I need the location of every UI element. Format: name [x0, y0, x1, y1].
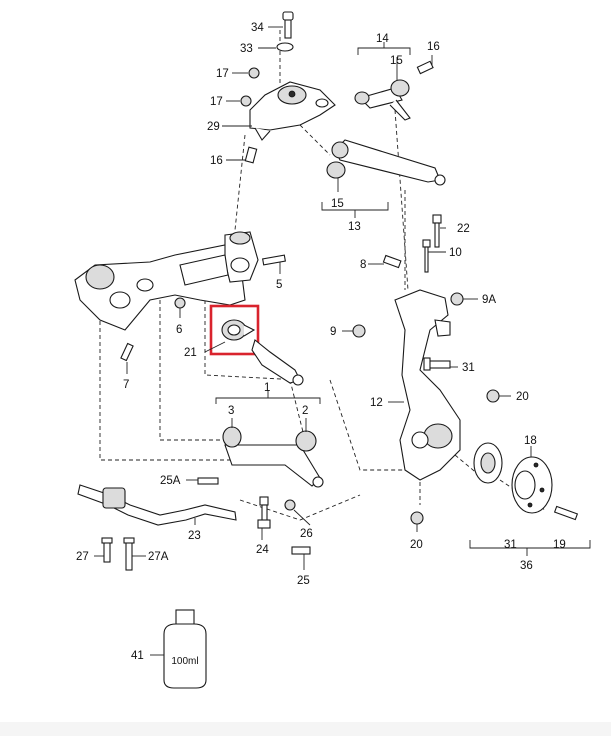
bolt-27 — [101, 537, 113, 563]
bolt-7 — [120, 342, 134, 362]
label-18: 18 — [524, 435, 537, 447]
label-22: 22 — [457, 223, 470, 235]
bolt-8 — [382, 254, 402, 269]
bolt-27A — [123, 537, 135, 571]
highlight-box — [209, 304, 260, 356]
nut-6 — [174, 297, 186, 309]
label-16a: 16 — [210, 155, 223, 167]
bolt-31a — [423, 357, 451, 371]
label-5: 5 — [276, 279, 282, 291]
label-33: 33 — [240, 43, 253, 55]
label-27A: 27A — [148, 551, 169, 563]
label-19: 19 — [553, 539, 566, 551]
stabilizer-bar-23 — [77, 484, 237, 526]
label-9A: 9A — [482, 294, 496, 306]
label-7: 7 — [123, 379, 129, 391]
label-12: 12 — [370, 397, 383, 409]
bushing-21 — [221, 319, 256, 341]
nut-9 — [352, 324, 366, 338]
label-34: 34 — [251, 22, 264, 34]
bolt-25A — [197, 477, 219, 485]
bolt-10 — [422, 239, 431, 273]
wheel-bearing-31b — [473, 442, 503, 484]
label-20a: 20 — [516, 391, 529, 403]
label-21: 21 — [184, 347, 197, 359]
bottle-volume: 100ml — [171, 656, 198, 667]
steering-knuckle-12 — [394, 289, 461, 481]
upper-arm-rear — [326, 139, 446, 186]
label-10: 10 — [449, 247, 462, 259]
washer-33 — [276, 42, 294, 52]
bolt-25 — [291, 546, 311, 555]
label-31a: 31 — [462, 362, 475, 374]
coupling-rod-24 — [257, 496, 271, 529]
label-23: 23 — [188, 530, 201, 542]
bolt-19 — [553, 505, 579, 521]
label-16b: 16 — [427, 41, 440, 53]
label-24: 24 — [256, 544, 269, 556]
upper-arm-front — [354, 79, 411, 121]
leader-lines — [94, 26, 532, 656]
lower-arm-2-3 — [222, 426, 324, 488]
label-15b: 15 — [331, 198, 344, 210]
subframe — [74, 231, 259, 331]
nut-26 — [284, 499, 296, 511]
nut-17b — [240, 95, 252, 107]
label-13: 13 — [348, 221, 361, 233]
label-27: 27 — [76, 551, 89, 563]
wheel-hub-18 — [511, 456, 553, 514]
bolt-5 — [262, 254, 286, 266]
label-15a: 15 — [390, 55, 403, 67]
label-17a: 17 — [216, 68, 229, 80]
callout-labels: 34 33 17 17 29 16 14 16 15 15 13 22 10 8… — [76, 22, 566, 662]
nut-20b — [410, 511, 424, 525]
bolt-22 — [432, 214, 442, 248]
label-17b: 17 — [210, 96, 223, 108]
label-20b: 20 — [410, 539, 423, 551]
label-6: 6 — [176, 324, 182, 336]
lower-arm-1 — [251, 339, 304, 386]
label-31b: 31 — [504, 539, 517, 551]
label-25: 25 — [297, 575, 310, 587]
label-9: 9 — [330, 326, 336, 338]
fluid-bottle-41: 100ml — [163, 609, 207, 689]
bolt-34 — [282, 11, 294, 39]
label-2: 2 — [302, 405, 308, 417]
bolt-16a — [244, 146, 258, 164]
label-26: 26 — [300, 528, 313, 540]
upper-mount-29 — [249, 81, 336, 141]
label-8: 8 — [360, 259, 366, 271]
label-25A: 25A — [160, 475, 181, 487]
label-14: 14 — [376, 33, 389, 45]
nut-17a — [248, 67, 260, 79]
bracket-lines — [215, 42, 591, 556]
label-1: 1 — [264, 382, 270, 394]
nut-20a — [486, 389, 500, 403]
label-41: 41 — [131, 650, 144, 662]
label-36: 36 — [520, 560, 533, 572]
label-29: 29 — [207, 121, 220, 133]
label-3: 3 — [228, 405, 234, 417]
nut-9A — [450, 292, 464, 306]
